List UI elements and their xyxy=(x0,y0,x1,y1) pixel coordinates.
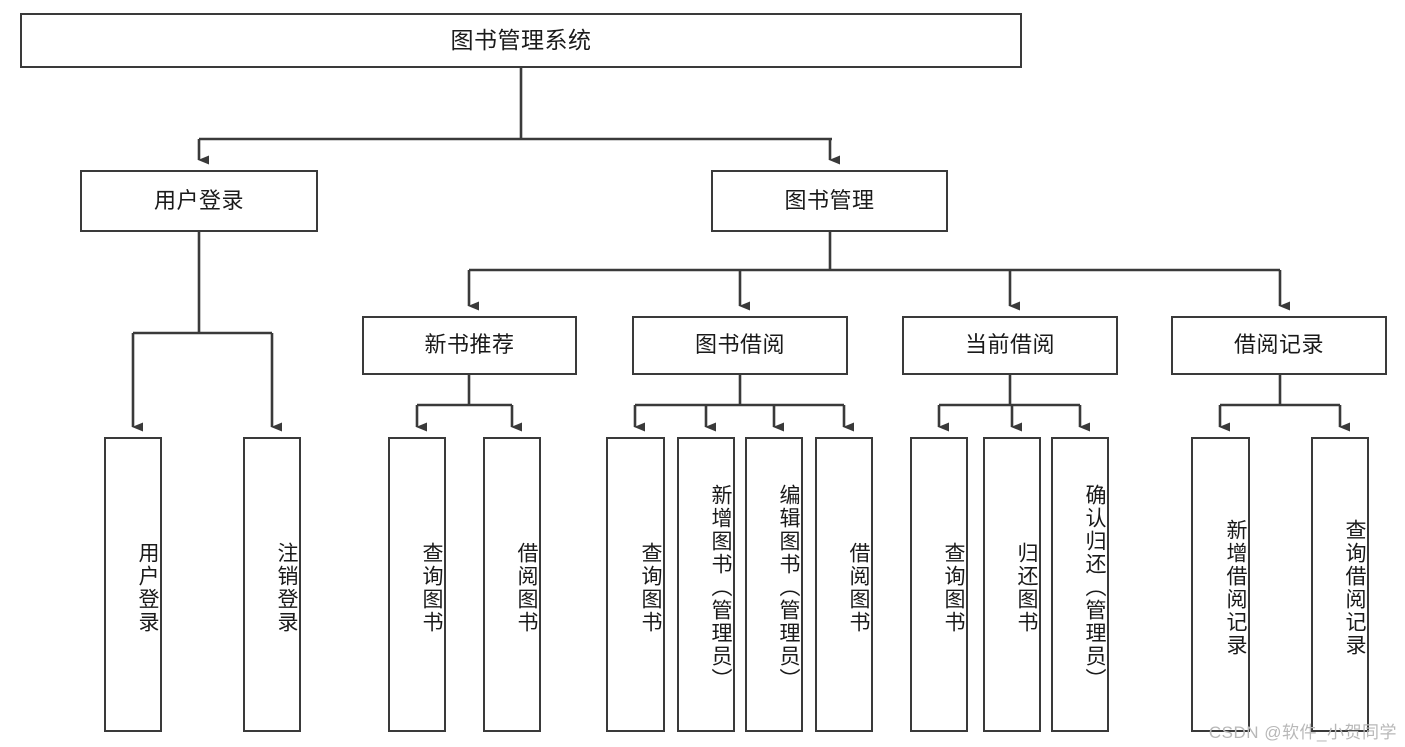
leaf-node[interactable]: 归还图书 xyxy=(983,437,1041,732)
node-book-management[interactable]: 图书管理 xyxy=(711,170,948,232)
node-borrow-record[interactable]: 借阅记录 xyxy=(1171,316,1387,375)
leaf-node[interactable]: 查询借阅记录 xyxy=(1311,437,1369,732)
leaf-node[interactable]: 新增图书（管理员） xyxy=(677,437,735,732)
leaf-node[interactable]: 查询图书 xyxy=(388,437,446,732)
leaf-node[interactable]: 借阅图书 xyxy=(483,437,541,732)
leaf-node[interactable]: 用户登录 xyxy=(104,437,162,732)
node-root[interactable]: 图书管理系统 xyxy=(20,13,1022,68)
leaf-node[interactable]: 新增借阅记录 xyxy=(1191,437,1250,732)
leaf-node[interactable]: 查询图书 xyxy=(606,437,665,732)
leaf-node[interactable]: 编辑图书（管理员） xyxy=(745,437,803,732)
watermark-text: CSDN @软件_小贺同学 xyxy=(1208,723,1397,742)
node-book-borrow[interactable]: 图书借阅 xyxy=(632,316,848,375)
leaf-node[interactable]: 查询图书 xyxy=(910,437,968,732)
node-user-login[interactable]: 用户登录 xyxy=(80,170,318,232)
leaf-node[interactable]: 确认归还（管理员） xyxy=(1051,437,1109,732)
leaf-node[interactable]: 借阅图书 xyxy=(815,437,873,732)
leaf-node[interactable]: 注销登录 xyxy=(243,437,301,732)
node-current-borrow[interactable]: 当前借阅 xyxy=(902,316,1118,375)
node-new-book-recommend[interactable]: 新书推荐 xyxy=(362,316,577,375)
